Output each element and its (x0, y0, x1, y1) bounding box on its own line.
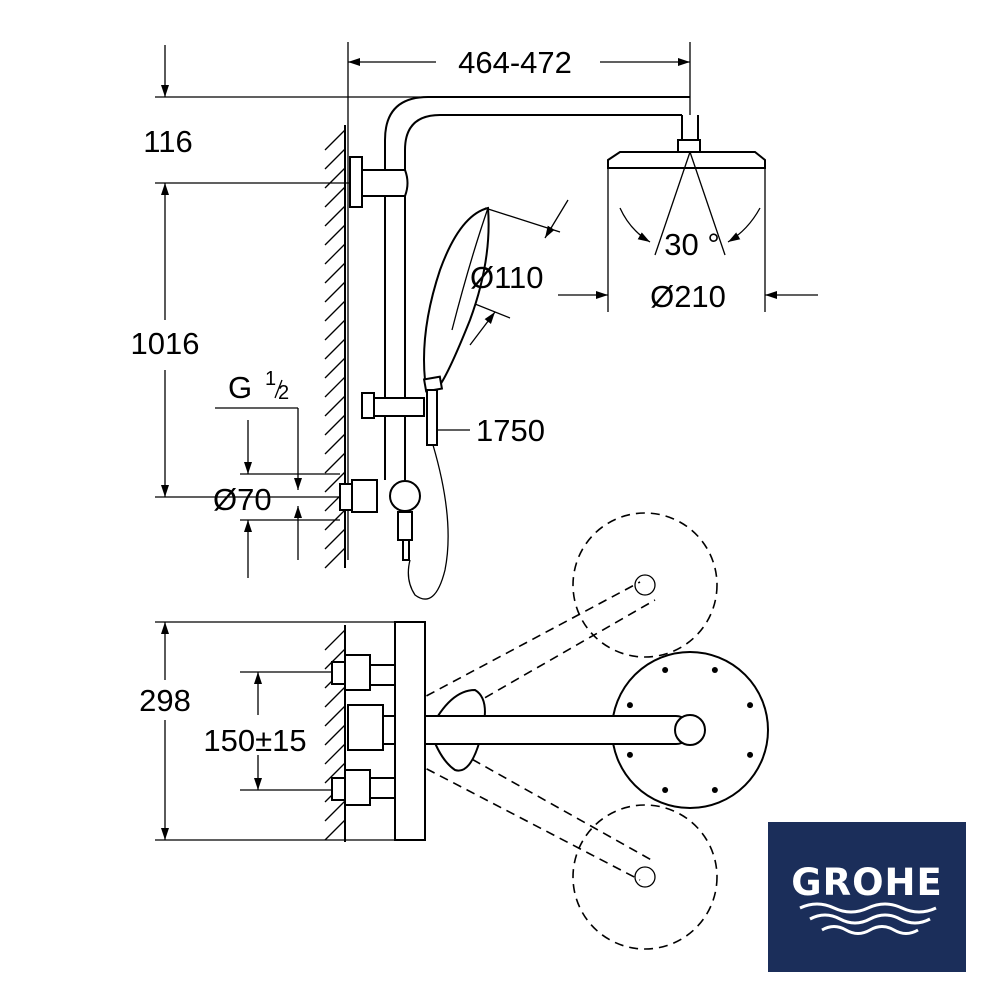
wall-hatch (324, 433, 346, 455)
wall-hatch (324, 224, 346, 246)
wall-hatch (324, 129, 346, 151)
grohe-logo: GROHE (768, 822, 966, 972)
wall-hatch (324, 819, 346, 841)
thread-numerator: 1 (265, 368, 276, 390)
wall-top-view (324, 625, 346, 842)
wall-hatch (324, 205, 346, 227)
wall-hatch (324, 629, 346, 651)
headshower-nozzle (711, 787, 718, 794)
top-view (331, 512, 769, 950)
wall-hatch (324, 376, 346, 398)
shower-column (339, 96, 766, 600)
wall-hatch (324, 452, 346, 474)
wall-hatch (324, 167, 346, 189)
wall-hatch (324, 148, 346, 170)
headshower-nozzle (662, 787, 669, 794)
headshower-nozzle (626, 751, 633, 758)
wall-hatch (324, 648, 346, 670)
headshower-nozzle (747, 702, 754, 709)
thread-label: G (228, 370, 252, 405)
wall-hatch (324, 357, 346, 379)
wall-hatch (324, 762, 346, 784)
headshower-diameter-label: Ø210 (650, 279, 726, 314)
thread-denominator: 2 (278, 382, 289, 404)
wall-hatch (324, 262, 346, 284)
dimension-labels: 464-472 116 1016 G 1 2 Ø70 Ø110 Ø210 30 … (131, 45, 726, 758)
wall-hatch (324, 800, 346, 822)
arm-length-label: 464-472 (458, 45, 572, 80)
dimension-lines (155, 42, 818, 841)
wall-hatch (324, 186, 346, 208)
wall-hatch (324, 724, 346, 746)
wall-hatch (324, 319, 346, 341)
depth-label: 298 (139, 683, 191, 718)
headshower-nozzle (626, 702, 633, 709)
wall-hatch (324, 338, 346, 360)
wall-hatch (324, 686, 346, 708)
wall-hatch (324, 281, 346, 303)
wall-hatch (324, 528, 346, 550)
top-offset-label: 116 (143, 124, 192, 159)
rail-height-label: 1016 (131, 326, 200, 361)
spacing-label: 150±15 (203, 723, 306, 758)
wall-hatch (324, 547, 346, 569)
wall-hatch (324, 300, 346, 322)
handshower-diameter-label: Ø110 (470, 260, 544, 295)
hose-length-label: 1750 (476, 413, 545, 448)
wall-hatch (324, 743, 346, 765)
logo-text: GROHE (791, 861, 943, 904)
headshower-nozzle (711, 666, 718, 673)
wall-hatch (324, 705, 346, 727)
wall-hatch (324, 414, 346, 436)
wall-hatch (324, 395, 346, 417)
tilt-angle-label: 30 ° (664, 227, 720, 262)
outlet-diameter-label: Ø70 (213, 482, 272, 517)
wall-hatch (324, 471, 346, 493)
headshower-nozzle (662, 666, 669, 673)
headshower-nozzle (747, 751, 754, 758)
wall-hatch (324, 243, 346, 265)
